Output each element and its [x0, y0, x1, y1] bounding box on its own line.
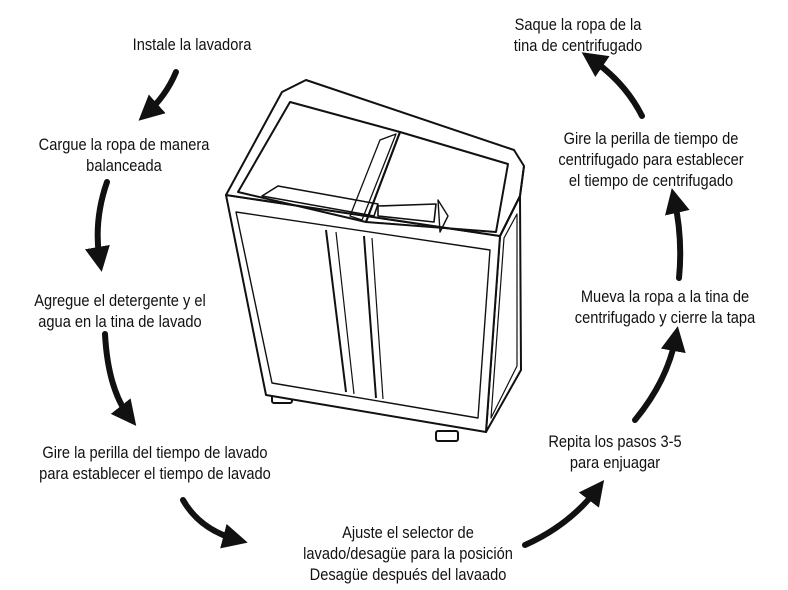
step-8-label: Gire la perilla de tiempo de centrifugad… [558, 129, 744, 190]
step-4-label: Gire la perilla del tiempo de lavado par… [39, 443, 271, 483]
washing-machine-illustration [225, 79, 525, 442]
flow-arrow-2 [84, 179, 110, 272]
step-9-label: Saque la ropa de la tina de centrifugado [513, 15, 643, 55]
flow-arrow-1 [138, 69, 179, 121]
step-3-label: Agregue el detergente y el agua en la ti… [34, 291, 206, 331]
step-5-label: Ajuste el selector de lavado/desagüe par… [303, 523, 513, 584]
step-2-label: Cargue la ropa de manera balanceada [38, 135, 210, 175]
step-1-label: Instale la lavadora [132, 35, 252, 54]
step-7-label: Mueva la ropa a la tina de centrifugado … [574, 287, 756, 327]
flow-arrow-3 [102, 331, 137, 426]
flow-arrow-5 [522, 479, 605, 548]
flow-arrow-7 [665, 188, 690, 281]
step-6-label: Repita los pasos 3-5 para enjuagar [548, 432, 682, 472]
flow-arrow-4 [180, 497, 248, 549]
flow-arrow-8 [581, 52, 645, 119]
flow-arrow-6 [632, 326, 686, 423]
